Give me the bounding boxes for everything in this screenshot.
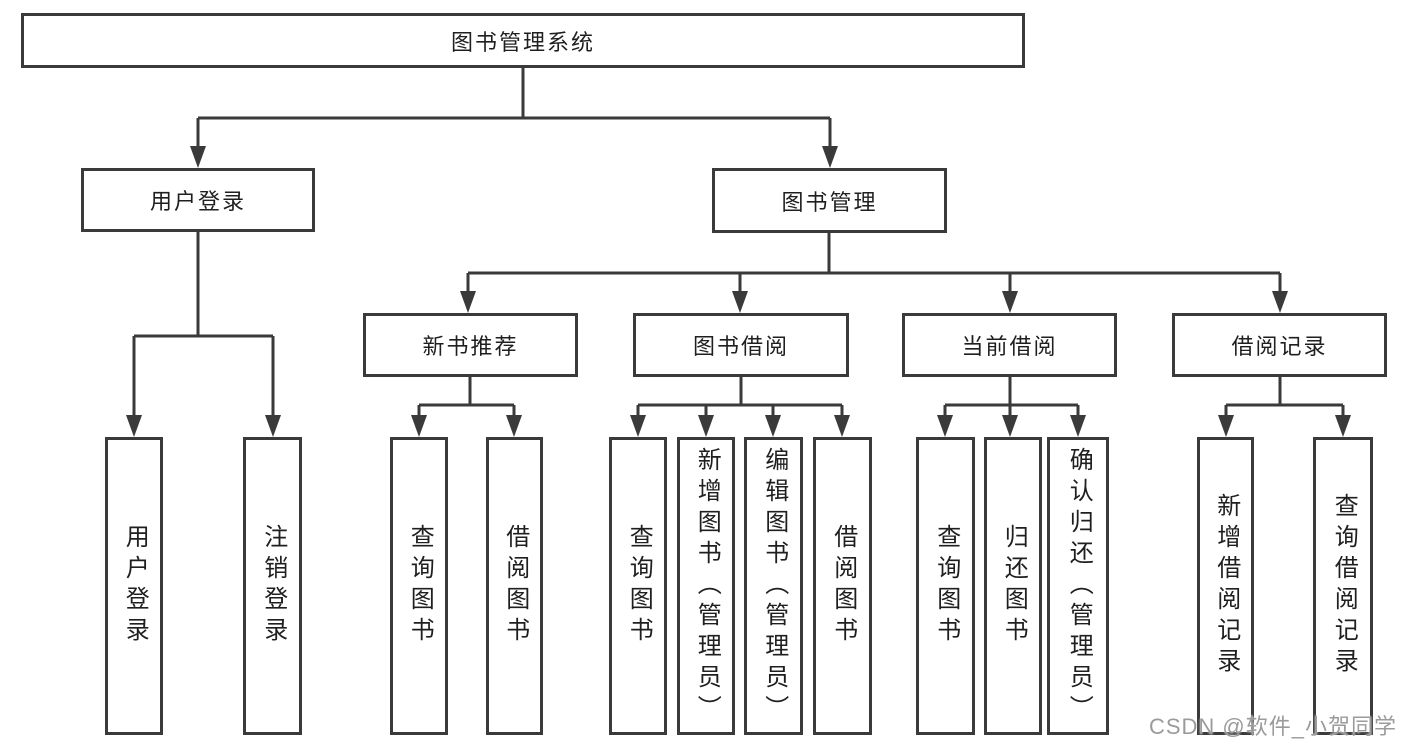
node-user-login: 用户登录 (81, 168, 315, 232)
node-label: 新增借阅记录 (1212, 493, 1240, 679)
node-new-book-recommend: 新书推荐 (363, 313, 578, 377)
node-label: 归还图书 (1000, 524, 1028, 648)
node-current-borrowing: 当前借阅 (902, 313, 1117, 377)
node-label: 查询借阅记录 (1330, 493, 1358, 679)
node-borrow-books-1: 借阅图书 (486, 437, 543, 735)
node-return-books: 归还图书 (984, 437, 1042, 735)
node-add-books-admin: 新增图书（管理员） (677, 437, 735, 735)
node-logout: 注销登录 (243, 437, 302, 735)
node-query-books-2: 查询图书 (609, 437, 667, 735)
node-user-login-action: 用户登录 (105, 437, 163, 735)
node-label: 用户登录 (149, 189, 246, 214)
node-confirm-return-admin: 确认归还（管理员） (1047, 437, 1109, 735)
node-label: 图书管理 (781, 189, 878, 215)
node-label: 用户登录 (121, 524, 149, 648)
node-label: 查询图书 (406, 524, 434, 648)
node-label: 图书管理系统 (450, 29, 595, 55)
node-label: 查询图书 (932, 524, 960, 648)
node-book-borrowing: 图书借阅 (633, 313, 849, 377)
node-label: 借阅图书 (501, 524, 529, 648)
node-book-management: 图书管理 (712, 168, 947, 233)
csdn-watermark: CSDN @软件_小贺同学 (1148, 714, 1397, 739)
node-borrow-books-2: 借阅图书 (813, 437, 872, 735)
node-add-borrow-record: 新增借阅记录 (1197, 437, 1254, 735)
node-label: 当前借阅 (961, 334, 1058, 359)
node-label: 借阅记录 (1231, 334, 1328, 359)
node-query-books-3: 查询图书 (916, 437, 975, 735)
node-library-system: 图书管理系统 (21, 13, 1025, 68)
node-label: 新增图书（管理员） (693, 446, 721, 726)
node-query-books-1: 查询图书 (390, 437, 448, 735)
node-label: 借阅图书 (829, 524, 857, 648)
node-label: 确认归还（管理员） (1065, 446, 1093, 726)
node-label: 新书推荐 (422, 334, 519, 359)
node-label: 图书借阅 (692, 334, 789, 359)
node-query-borrow-record: 查询借阅记录 (1313, 437, 1373, 735)
node-label: 编辑图书（管理员） (760, 446, 788, 726)
node-edit-books-admin: 编辑图书（管理员） (744, 437, 803, 735)
node-label: 注销登录 (259, 524, 287, 648)
node-borrowing-records: 借阅记录 (1172, 313, 1387, 377)
node-label: 查询图书 (625, 524, 653, 648)
